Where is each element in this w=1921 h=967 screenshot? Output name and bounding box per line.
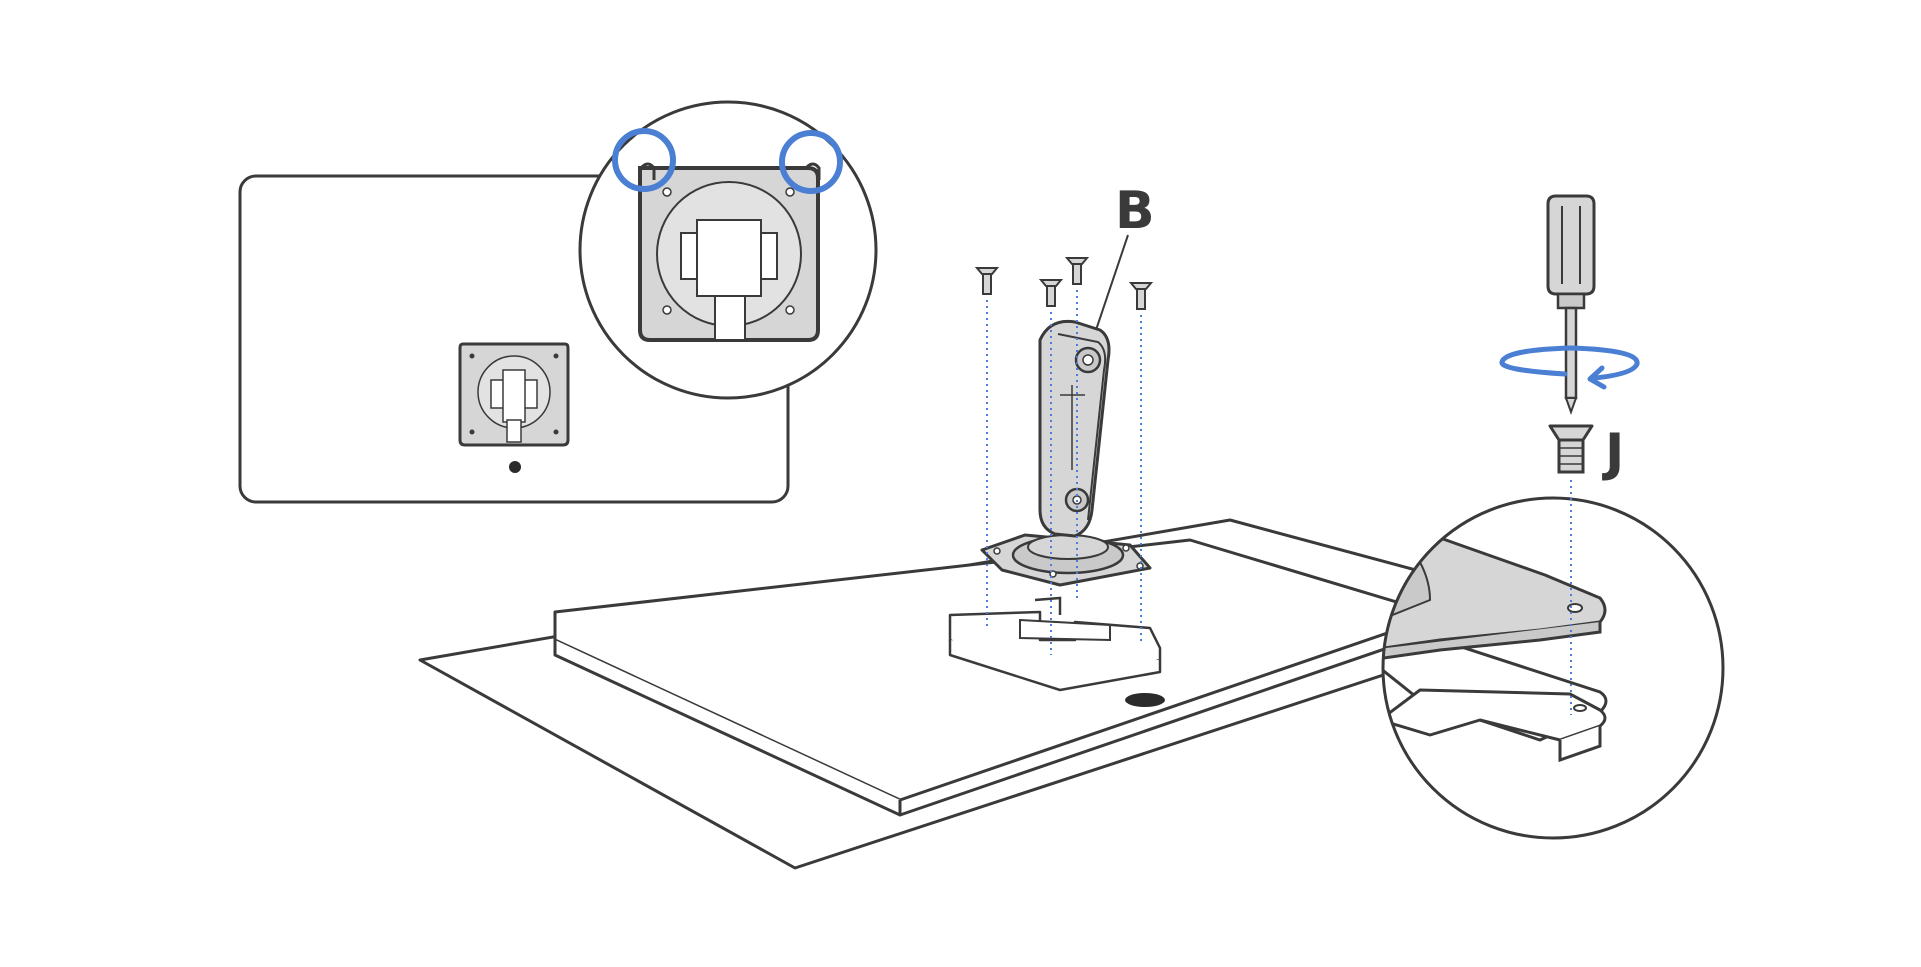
screw-icon bbox=[974, 267, 1000, 295]
highlight-circle-icon bbox=[612, 128, 676, 192]
label-b-leader bbox=[1095, 234, 1129, 331]
label-j: J bbox=[1602, 423, 1624, 483]
vesa-mount-small bbox=[458, 342, 570, 447]
alignment-guides bbox=[986, 290, 1142, 655]
screw-icon bbox=[1064, 257, 1090, 285]
top-zoom-circle bbox=[578, 100, 878, 400]
label-b: B bbox=[1115, 181, 1155, 241]
monitor-back-dot bbox=[509, 461, 521, 473]
stand-part-b bbox=[980, 319, 1152, 587]
plate-hole bbox=[1125, 693, 1165, 707]
fork-bracket bbox=[948, 596, 1162, 692]
screw-icon bbox=[1128, 282, 1154, 310]
screwdriver-icon bbox=[1546, 194, 1596, 415]
screw-icon bbox=[1548, 424, 1594, 474]
right-zoom-circle bbox=[1381, 480, 1725, 840]
screw-icon bbox=[1038, 279, 1064, 307]
base-plate bbox=[418, 518, 1492, 870]
highlight-circle-icon bbox=[779, 130, 843, 194]
rotation-arrow-icon bbox=[1499, 345, 1640, 390]
